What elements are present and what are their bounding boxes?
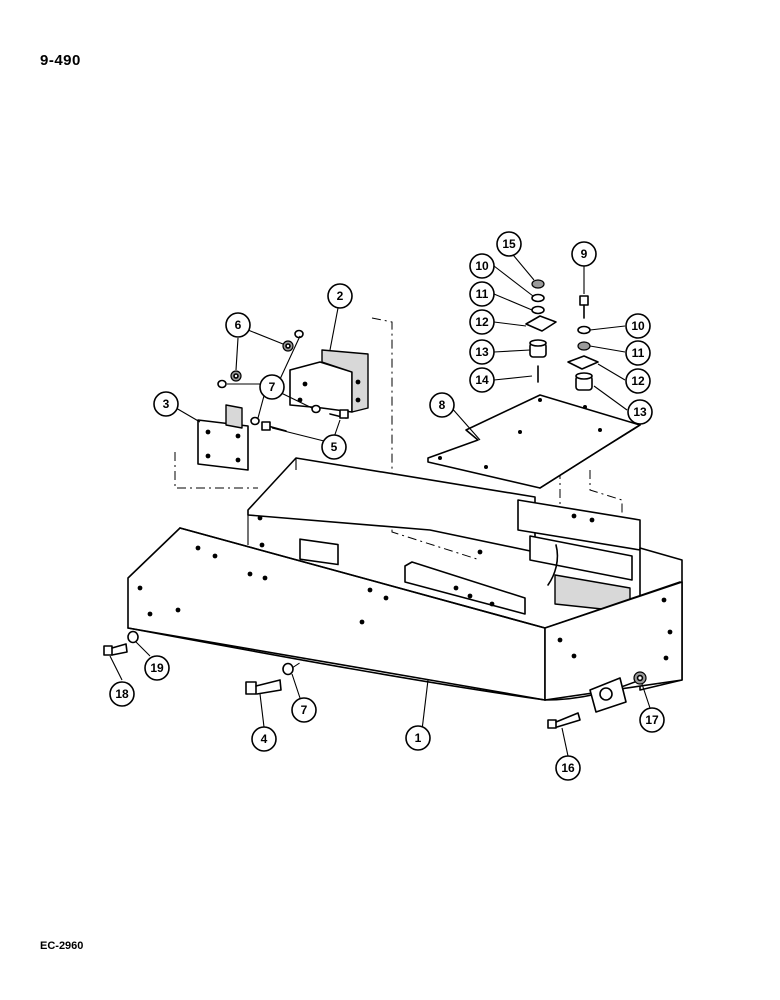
- callout-7b: 7: [291, 697, 317, 723]
- page-number: 9-490: [40, 52, 81, 69]
- callout-6: 6: [225, 312, 251, 338]
- svg-text:19: 19: [150, 661, 164, 675]
- callout-19: 19: [144, 655, 170, 681]
- svg-text:6: 6: [235, 318, 242, 332]
- callout-14: 14: [469, 367, 495, 393]
- callout-15: 15: [496, 231, 522, 257]
- callout-2: 2: [327, 283, 353, 309]
- callout-11a: 11: [469, 281, 495, 307]
- svg-text:3: 3: [163, 397, 170, 411]
- callout-12a: 12: [469, 309, 495, 335]
- callout-13a: 13: [469, 339, 495, 365]
- callout-10b: 10: [625, 313, 651, 339]
- drawing-code: EC-2960: [40, 940, 84, 952]
- svg-text:4: 4: [261, 732, 268, 746]
- svg-text:11: 11: [632, 346, 645, 360]
- callout-4: 4: [251, 726, 277, 752]
- callout-5: 5: [321, 434, 347, 460]
- svg-text:1: 1: [415, 731, 422, 745]
- callout-12b: 12: [625, 368, 651, 394]
- callout-13b: 13: [627, 399, 653, 425]
- callout-10a: 10: [469, 253, 495, 279]
- callout-7a: 7: [259, 374, 285, 400]
- callout-17: 17: [639, 707, 665, 733]
- callout-18: 18: [109, 681, 135, 707]
- svg-text:11: 11: [476, 287, 489, 301]
- svg-text:16: 16: [561, 761, 575, 775]
- svg-text:13: 13: [633, 405, 647, 419]
- svg-text:12: 12: [631, 374, 645, 388]
- main-frame: [127, 457, 683, 713]
- callout-16: 16: [555, 755, 581, 781]
- callout-3: 3: [153, 391, 179, 417]
- svg-text:10: 10: [475, 259, 489, 273]
- svg-text:9: 9: [581, 247, 588, 261]
- bracket-3: [197, 404, 249, 471]
- svg-text:8: 8: [439, 398, 446, 412]
- svg-text:7: 7: [269, 380, 276, 394]
- callout-9: 9: [571, 241, 597, 267]
- svg-text:12: 12: [475, 315, 489, 329]
- callout-11b: 11: [625, 340, 651, 366]
- svg-text:15: 15: [502, 237, 516, 251]
- svg-text:10: 10: [631, 319, 645, 333]
- mounting-plate: [427, 394, 641, 489]
- svg-text:13: 13: [475, 345, 489, 359]
- svg-text:14: 14: [475, 373, 489, 387]
- svg-text:2: 2: [337, 289, 344, 303]
- svg-text:7: 7: [301, 703, 308, 717]
- svg-text:17: 17: [645, 713, 659, 727]
- svg-text:5: 5: [331, 440, 338, 454]
- bracket-2: [289, 349, 369, 413]
- callout-8: 8: [429, 392, 455, 418]
- callout-1: 1: [405, 725, 431, 751]
- frame-holes: [137, 513, 673, 661]
- hardware: [103, 279, 647, 729]
- svg-text:18: 18: [115, 687, 129, 701]
